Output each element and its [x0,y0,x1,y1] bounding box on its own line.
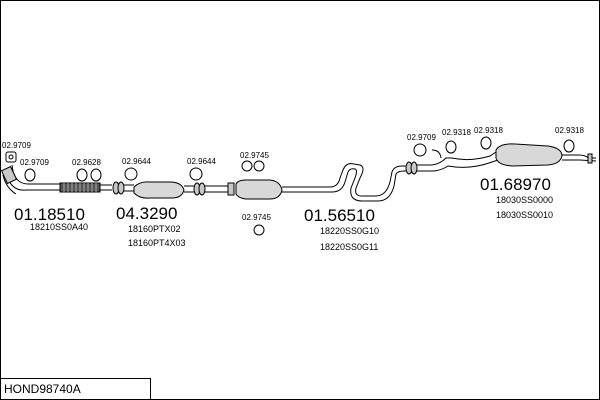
accessory-clamp-icon [189,167,203,181]
catalytic-converter [124,181,194,199]
part-ref: 18030SS0010 [496,210,553,220]
accessory-rubber-icon [563,139,575,153]
accessory-rubber-icon [480,136,492,150]
accessory-code: 02.9644 [122,157,151,166]
accessory-clamp-icon [124,167,138,181]
gasket-ring [405,161,418,175]
part-ref: 18030SS0000 [496,195,553,205]
rear-silencer [417,143,597,172]
accessory-code: 02.9745 [240,151,269,160]
accessory-clamp-icon [413,143,442,159]
accessory-code: 02.9318 [474,126,503,135]
accessory-code: 02.9628 [72,158,101,167]
accessory-clamp-icon [24,168,36,182]
part-code: 04.3290 [116,204,177,223]
accessory-rubber-icon [445,140,457,154]
front-pipe [0,164,112,195]
accessory-icons [5,136,575,236]
gasket-ring [193,182,206,196]
front-flange [0,165,18,185]
accessory-rubber-icon [253,224,265,236]
accessory-code: 02.9318 [555,126,584,135]
part-code: 01.18510 [14,205,85,224]
part-ref: 18220SS0G10 [320,226,379,236]
accessory-code: 02.9709 [407,133,436,142]
part-ref: 18220SS0G11 [320,242,378,252]
part-ref: 18210SS0A40 [30,222,88,232]
part-ref: 18160PT4X03 [128,238,186,248]
accessory-rubber-icon [241,160,265,172]
gasket-ring [112,181,125,195]
accessory-code: 02.9709 [20,158,49,167]
diagram-title: HOND98740A [4,382,81,396]
part-code: 01.68970 [480,175,551,194]
accessory-clamp-icon [5,151,17,163]
centre-silencer [205,163,406,202]
tail-pipe-end [587,153,593,164]
accessory-code: 02.9644 [187,157,216,166]
accessory-clamp-icon [76,168,102,182]
part-code: 01.56510 [304,206,375,225]
accessory-code: 02.9709 [2,141,31,150]
accessory-code: 02.9318 [442,128,471,137]
accessory-code: 02.9745 [242,213,271,222]
part-ref: 18160PTX02 [128,224,181,234]
